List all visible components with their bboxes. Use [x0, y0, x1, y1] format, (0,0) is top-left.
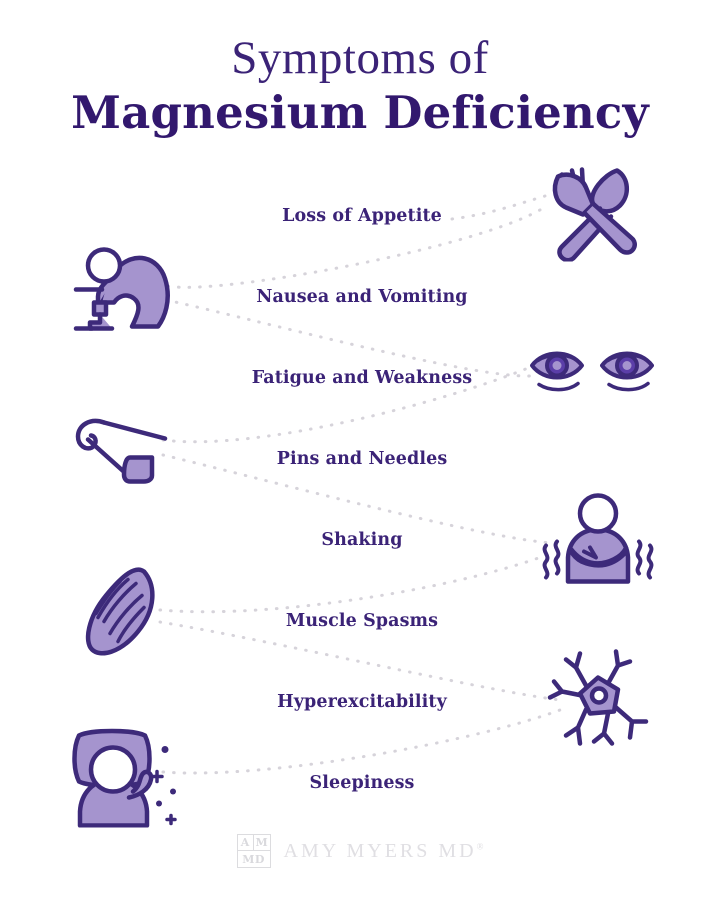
footer-logo: A M MD AMY MYERS MD® — [0, 834, 720, 868]
symptom-label-nausea-and-vomiting: Nausea and Vomiting — [256, 287, 468, 307]
tired-eyes-icon — [526, 340, 658, 405]
connector-fatigue — [164, 298, 532, 378]
sleeping-person-icon — [61, 720, 187, 833]
amy-myers-md-logo-icon: A M MD — [236, 834, 271, 868]
logo-letter-a: A — [237, 835, 254, 851]
logo-wordmark: AMY MYERS MD® — [284, 840, 484, 863]
connector-muscle-spasms — [158, 551, 554, 614]
neuron-icon — [546, 648, 654, 753]
symptom-label-loss-of-appetite: Loss of Appetite — [282, 206, 442, 226]
muscle-fiber-icon — [70, 562, 174, 667]
symptom-label-hyperexcitability: Hyperexcitability — [277, 692, 447, 712]
connector-hyperexcitability — [158, 620, 562, 702]
logo-letter-m: M — [253, 836, 270, 851]
symptom-label-fatigue-and-weakness: Fatigue and Weakness — [251, 368, 473, 388]
symptom-label-shaking: Shaking — [321, 530, 403, 550]
symptom-label-sleepiness: Sleepiness — [309, 773, 415, 793]
logo-letter-md: MD — [242, 852, 265, 866]
logo-trademark: ® — [476, 840, 484, 851]
connector-loss-of-appetite — [450, 194, 547, 221]
page-title: Symptoms of Magnesium Deficiency — [0, 30, 720, 140]
symptom-label-pins-and-needles: Pins and Needles — [276, 449, 448, 469]
title-line-1: Symptoms of — [231, 32, 489, 84]
fork-and-spoon-icon — [538, 158, 642, 267]
shivering-person-icon — [540, 490, 656, 591]
safety-pin-icon — [68, 410, 172, 491]
title-line-2: Magnesium Deficiency — [71, 86, 649, 139]
symptom-label-muscle-spasms: Muscle Spasms — [285, 611, 439, 631]
connector-sleepiness — [161, 708, 562, 775]
vomiting-person-icon — [72, 243, 180, 340]
logo-wordmark-text: AMY MYERS MD — [283, 839, 477, 862]
